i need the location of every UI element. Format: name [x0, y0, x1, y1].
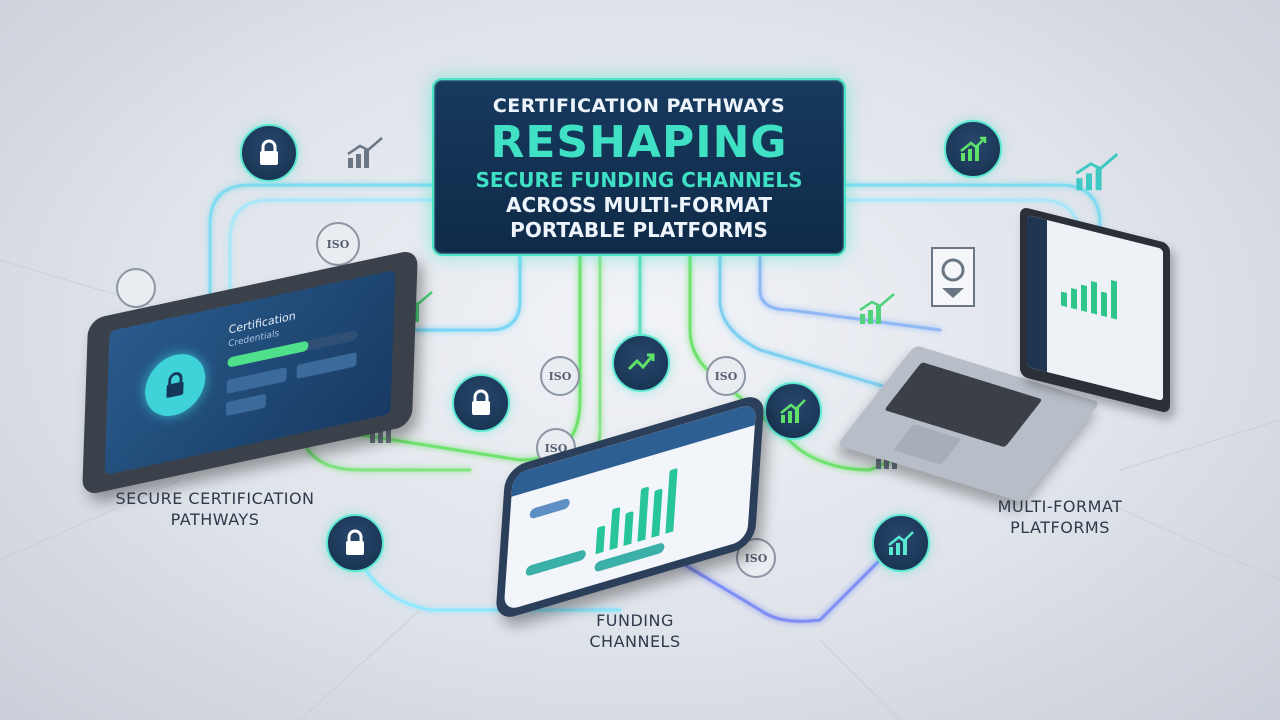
label-right-line-2: Platforms — [1010, 518, 1110, 537]
banner-headline: Reshaping — [490, 117, 788, 168]
phone-chart-bar — [609, 506, 621, 551]
phone-chart-bar — [595, 525, 606, 555]
laptop-chart-bar — [1111, 279, 1117, 320]
phone-chart-bar — [637, 486, 650, 542]
download-icon — [930, 246, 976, 308]
shield-lock-icon — [144, 348, 207, 422]
phone-chart-bar — [665, 467, 678, 534]
lock-icon — [346, 529, 364, 555]
label-secure-certification: Secure Certification Pathways — [90, 488, 340, 530]
phone-action-pill[interactable] — [525, 548, 587, 577]
lock-node-top-left — [240, 124, 298, 182]
laptop-chart-bar — [1061, 291, 1067, 308]
growth-chart-icon — [1074, 148, 1122, 194]
laptop-device — [836, 206, 1180, 503]
growth-node-bottom-right — [872, 514, 930, 572]
tablet-button[interactable] — [226, 367, 287, 395]
banner-line-4: Across Multi-Format — [506, 193, 772, 217]
lock-node-center — [452, 374, 510, 432]
phone-chart-bar — [651, 488, 663, 538]
lock-icon — [472, 389, 490, 415]
lock-icon — [260, 139, 278, 165]
laptop-chart-bar — [1101, 291, 1107, 317]
growth-node-mid-right — [764, 382, 822, 440]
iso-badge-icon: ISO — [316, 222, 360, 266]
laptop-screen — [1027, 215, 1163, 401]
tablet-device: Certification Credentials — [82, 248, 418, 497]
phone-chart-bar — [623, 510, 634, 547]
growth-node-top-right — [944, 120, 1002, 178]
growth-chart-icon — [627, 353, 655, 371]
tablet-button[interactable] — [296, 352, 357, 380]
label-right-line-1: Multi-Format — [997, 497, 1123, 516]
title-banner: Certification Pathways Reshaping Secure … — [432, 78, 846, 256]
growth-node-center — [612, 334, 670, 392]
label-center-line-2: Channels — [589, 632, 681, 651]
growth-chart-icon — [960, 136, 987, 161]
phone-action-pill[interactable] — [529, 497, 571, 520]
tablet-button[interactable] — [225, 393, 267, 417]
iso-badge-icon — [116, 268, 156, 308]
growth-chart-icon — [346, 134, 386, 170]
label-funding-channels: Funding Channels — [560, 610, 710, 652]
iso-badge-icon: ISO — [540, 356, 580, 396]
laptop-chart-bar — [1071, 288, 1077, 310]
label-left-line-2: Pathways — [170, 510, 260, 529]
growth-chart-icon — [888, 531, 914, 555]
banner-line-3: Secure Funding Channels — [475, 168, 803, 192]
label-center-line-1: Funding — [596, 611, 674, 630]
iso-badge-icon: ISO — [706, 356, 746, 396]
growth-chart-icon — [780, 399, 806, 423]
laptop-lid — [1020, 206, 1170, 414]
banner-line-1: Certification Pathways — [492, 95, 786, 117]
banner-line-5: Portable Platforms — [510, 218, 768, 242]
growth-chart-icon — [858, 288, 898, 328]
laptop-chart-bar — [1091, 281, 1097, 315]
laptop-chart-bar — [1081, 284, 1087, 313]
label-left-line-1: Secure Certification — [115, 489, 315, 508]
lock-node-bottom-left — [326, 514, 384, 572]
label-multi-format-platforms: Multi-Format Platforms — [960, 496, 1160, 538]
laptop-dashboard-sidebar — [1027, 215, 1047, 373]
tablet-screen: Certification Credentials — [104, 269, 396, 476]
